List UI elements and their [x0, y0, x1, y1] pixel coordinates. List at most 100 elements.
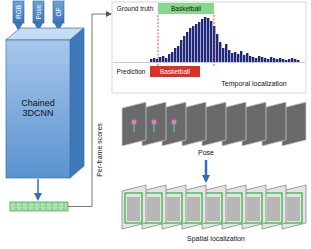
histogram-bar [204, 17, 206, 62]
panel-label: Pose [198, 149, 214, 157]
output-arrow [37, 179, 39, 199]
axis-label: Ground truth [117, 5, 154, 12]
histogram-bar [297, 60, 299, 62]
bounding-box [285, 193, 302, 223]
histogram-bar [249, 56, 251, 62]
input-name: Pose [35, 5, 42, 20]
histogram-bar [258, 56, 260, 62]
axis-label: Prediction [117, 68, 146, 75]
histogram-bar [291, 58, 293, 62]
pose-mark [172, 120, 177, 125]
arrow-label: Per-frame scores [96, 123, 104, 177]
bounding-box [205, 193, 222, 223]
gt-boundary [214, 15, 215, 66]
input-blocks [13, 1, 64, 31]
histogram-bar [264, 58, 266, 62]
video-frame [122, 185, 146, 229]
histogram-bar [165, 58, 167, 62]
histogram-bar [183, 36, 185, 62]
bounding-box [225, 193, 242, 223]
histogram-bar [243, 55, 245, 62]
person [147, 197, 160, 221]
histogram-bar [216, 34, 218, 62]
bounding-box [185, 193, 202, 223]
pose-mark [153, 124, 154, 132]
person [287, 197, 300, 221]
histogram-bar [189, 28, 191, 62]
node-text: Chained 3DCNN [12, 99, 64, 119]
histogram-bar [237, 54, 239, 62]
pose-mark [132, 120, 137, 125]
down-arrow [205, 160, 208, 181]
prediction-bar: Basketball [150, 66, 200, 77]
person [167, 197, 180, 221]
histogram-bar [159, 57, 161, 62]
person [247, 197, 260, 221]
histogram-bar [240, 51, 242, 62]
histogram-bar [231, 53, 233, 62]
histogram-bar [285, 60, 287, 62]
histogram-bar [186, 32, 188, 62]
histogram-bar [270, 57, 272, 62]
person [187, 197, 200, 221]
pose-frames [122, 102, 306, 146]
pose-mark [173, 124, 174, 132]
histogram-bar [192, 26, 194, 62]
input-name: RGB [15, 5, 22, 19]
bounding-box [265, 193, 282, 223]
histogram-bar [150, 59, 152, 62]
histogram-bar [288, 59, 290, 62]
node-text: Basketball [171, 5, 201, 12]
bounding-box [245, 193, 262, 223]
pose-mark [152, 120, 157, 125]
histogram-bar [279, 58, 281, 62]
histogram-bar [162, 56, 164, 62]
histogram-bar [282, 59, 284, 62]
histogram-bar [255, 58, 257, 62]
person [267, 197, 280, 221]
axis [113, 62, 305, 63]
person [207, 197, 220, 221]
histogram-bar [222, 48, 224, 62]
histogram-bar [210, 21, 212, 62]
histogram-bar [276, 59, 278, 62]
bounding-box [165, 193, 182, 223]
cube [6, 28, 84, 178]
histogram-bar [168, 54, 170, 62]
panel-title: Temporal localization [221, 80, 286, 88]
histogram-bar [225, 44, 227, 62]
bounding-box [125, 193, 142, 223]
histogram-bar [195, 24, 197, 62]
histogram-bar [153, 58, 155, 62]
spatial-frames [122, 185, 306, 229]
histogram-bar [234, 52, 236, 62]
histogram-bar [294, 59, 296, 62]
histogram-bar [273, 58, 275, 62]
histogram-bar [174, 48, 176, 62]
gt-boundary [158, 15, 159, 66]
score-arrow [68, 14, 111, 207]
input-name: OF [55, 7, 62, 16]
ground-truth-bar: Basketball [158, 3, 214, 14]
histogram-bar [198, 22, 200, 62]
histogram-bar [261, 57, 263, 62]
histogram-bar [267, 59, 269, 62]
score-bar [10, 202, 68, 211]
bounding-box [145, 193, 162, 223]
chart-frame [112, 2, 306, 93]
histogram-bar [246, 53, 248, 62]
histogram-bar [219, 42, 221, 62]
histogram [150, 17, 299, 62]
histogram-bar [201, 19, 203, 62]
histogram-bar [252, 57, 254, 62]
node-text: Basketball [160, 68, 190, 75]
pose-mark [133, 124, 134, 132]
network-block: Chained 3DCNN [6, 40, 70, 178]
histogram-bar [177, 46, 179, 62]
histogram-bar [180, 40, 182, 62]
panel-title: Spatial localization [187, 235, 245, 243]
histogram-bar [228, 50, 230, 62]
person [227, 197, 240, 221]
video-frame [122, 102, 146, 146]
